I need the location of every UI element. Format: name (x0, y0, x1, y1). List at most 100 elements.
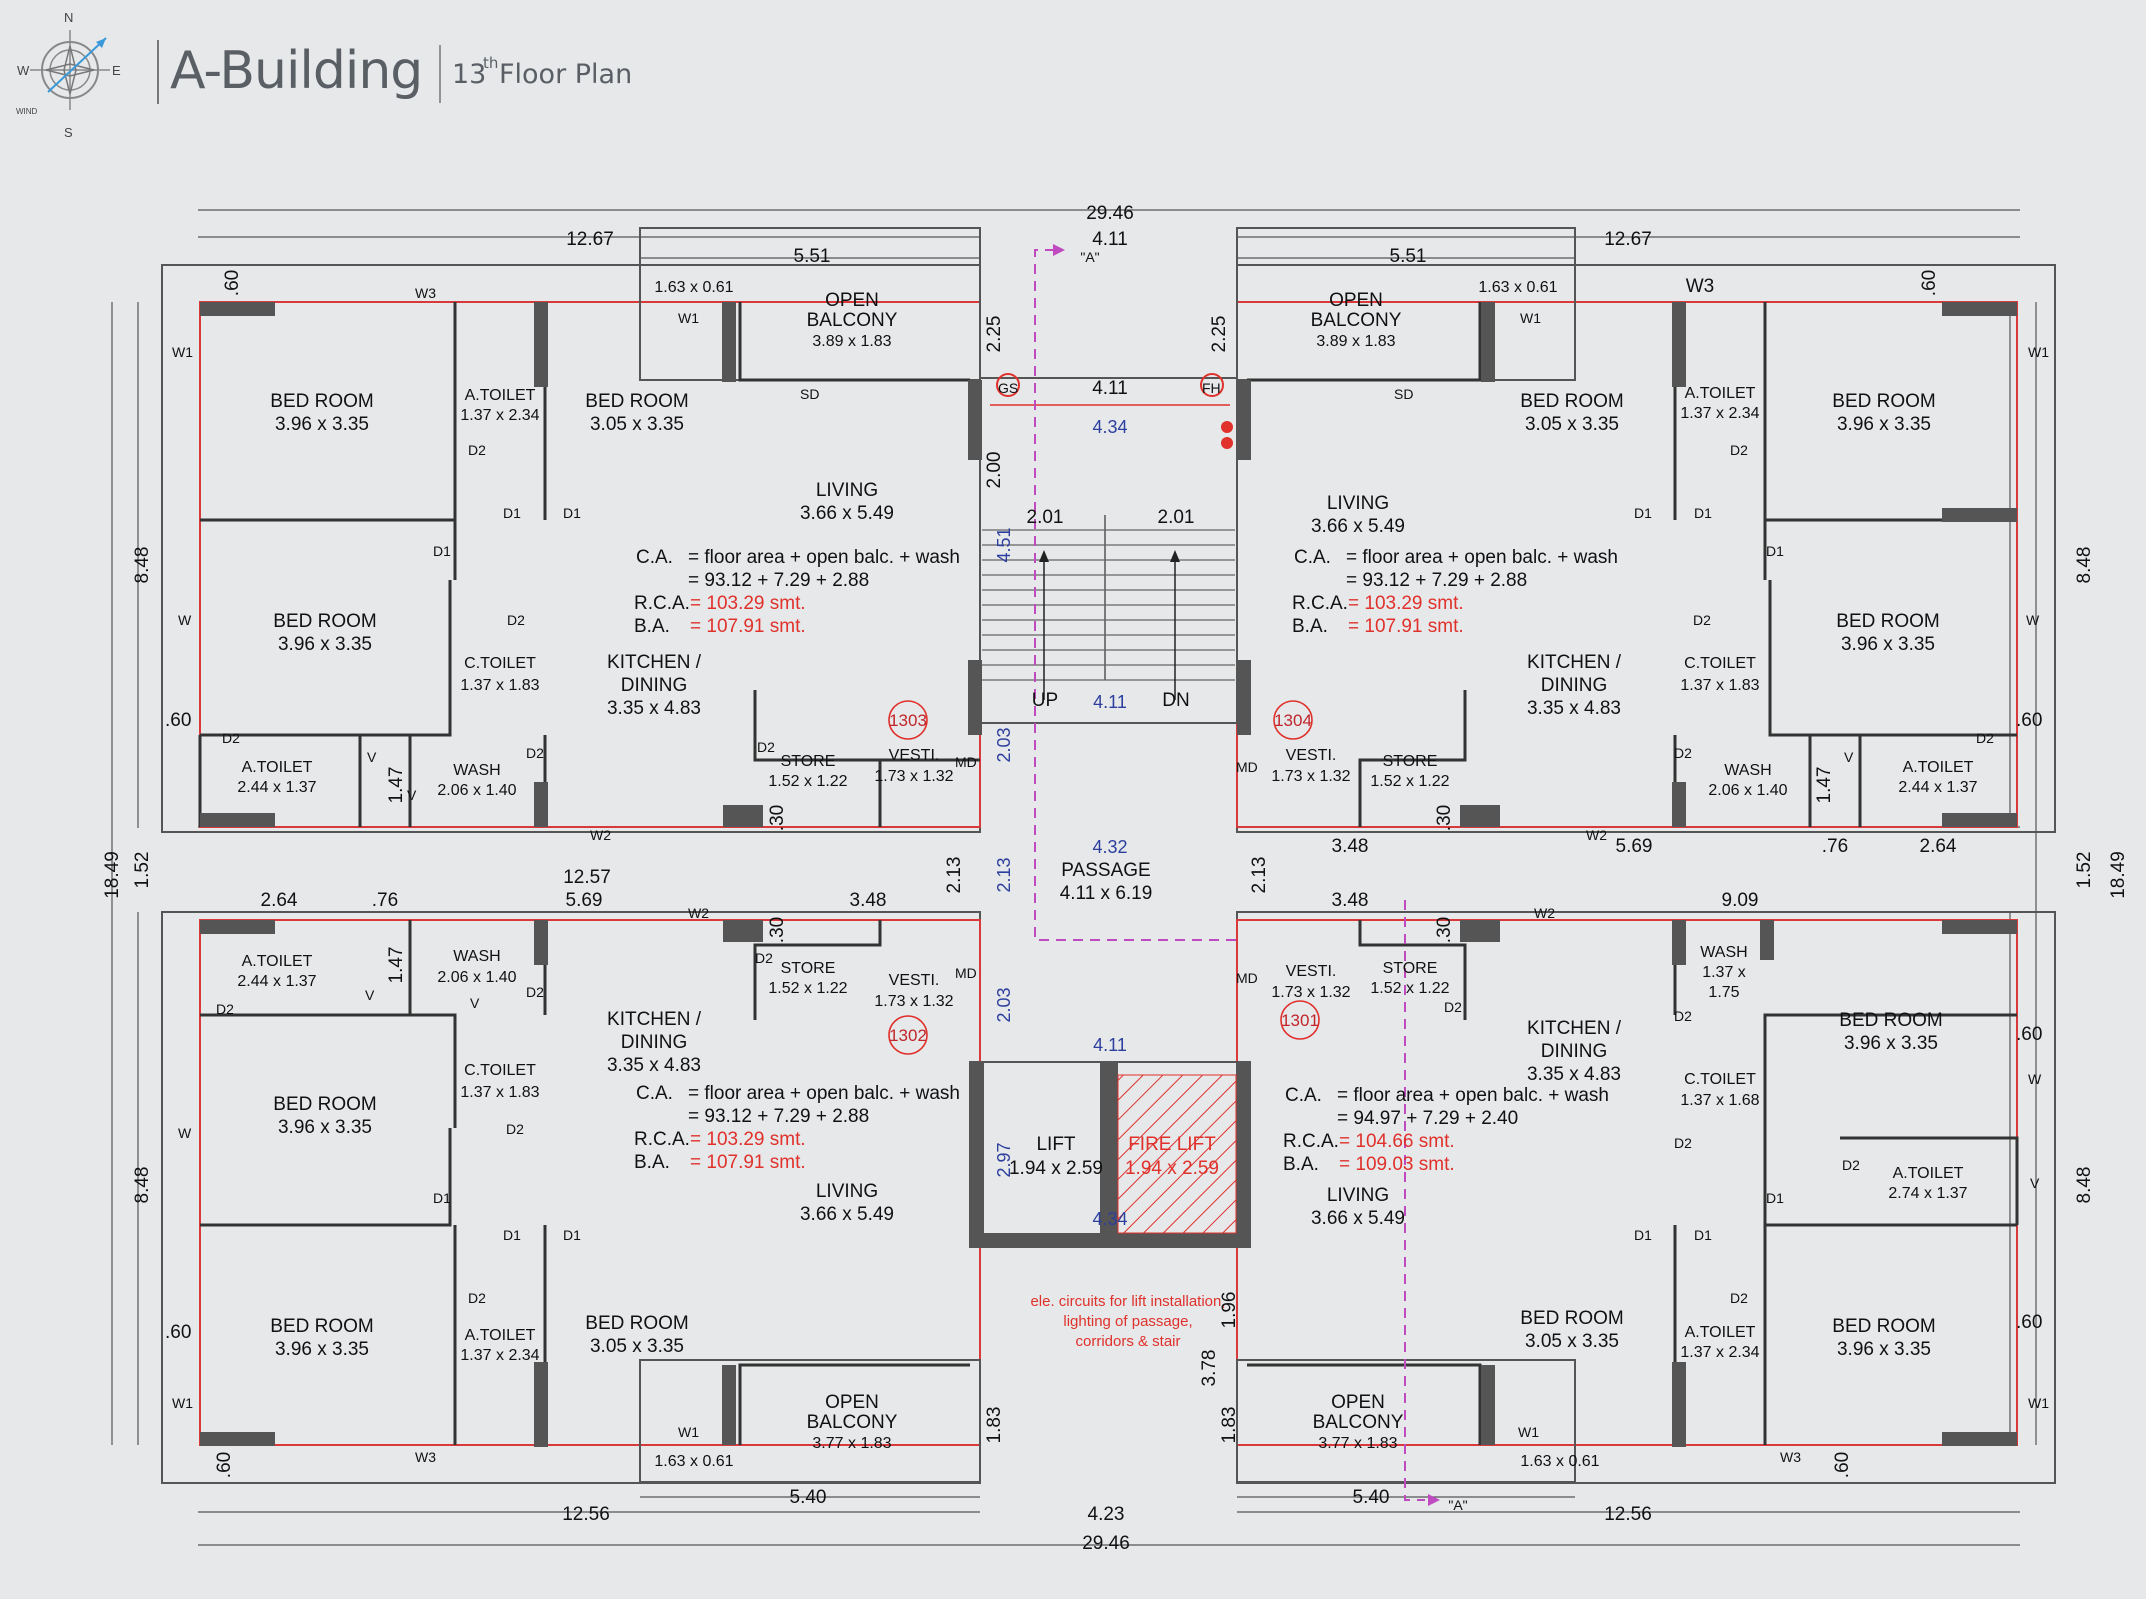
br-balcony-name-1: OPEN (1331, 1392, 1385, 1413)
tag-tr-md: MD (1236, 759, 1258, 775)
tl-bed2-size: 3.05 x 3.35 (590, 414, 684, 435)
dim-left-bottom-8-48: 8.48 (132, 1167, 153, 1204)
dim-br-width: 12.56 (1604, 1504, 1652, 1525)
tl-vesti-size: 1.73 x 1.32 (874, 768, 953, 785)
br-atoilet2-name: A.TOILET (1685, 1324, 1756, 1341)
dim-bl-0-60-side: .60 (165, 1322, 191, 1343)
tag-bl-d2: D2 (216, 1001, 234, 1017)
br-kitchen-name-2: DINING (1541, 1041, 1608, 1062)
tag-bl-w1b: W1 (678, 1424, 699, 1440)
dim-br-0-60-side2: .60 (2016, 1312, 2042, 1333)
tr-atoilet-size: 1.37 x 2.34 (1680, 405, 1759, 422)
br-bed3-size: 3.96 x 3.35 (1837, 1339, 1931, 1360)
tag-gs: GS (998, 380, 1018, 396)
tl-bed1-name: BED ROOM (270, 391, 373, 412)
bl-store-name: STORE (781, 960, 836, 977)
bl-bed1-size: 3.96 x 3.35 (278, 1117, 372, 1138)
tr-atoilet2-size: 2.44 x 1.37 (1898, 779, 1977, 796)
dim-right-bottom-8-48: 8.48 (2074, 1167, 2095, 1204)
tag-tl-sd: SD (800, 386, 819, 402)
dim-core-4-11: 4.11 (1092, 378, 1128, 399)
tag-tl-d2e: D2 (757, 739, 775, 755)
br-balcony-size: 3.77 x 1.83 (1318, 1435, 1397, 1452)
vertical-dims: 8.48 8.48 8.48 8.48 18.49 1.52 18.49 1.5… (102, 270, 2129, 1478)
dim-core-2-13-right: 2.13 (1249, 857, 1270, 894)
tag-br-w3: W3 (1780, 1449, 1801, 1465)
floor-plan-label: Floor Plan (499, 59, 632, 90)
tag-br-d2c: D2 (1674, 1135, 1692, 1151)
br-kitchen-name-1: KITCHEN / (1527, 1018, 1622, 1039)
tag-tr-d2d: D2 (1674, 745, 1692, 761)
dim-tl-balcony: 5.51 (794, 246, 831, 267)
tr-balcony-size: 3.89 x 1.83 (1316, 333, 1395, 350)
tag-bl-d1b: D1 (503, 1227, 521, 1243)
note-line-1: ele. circuits for lift installation, (1030, 1293, 1225, 1310)
br-bed1-name: BED ROOM (1839, 1010, 1942, 1031)
br-bed2-name: BED ROOM (1520, 1308, 1623, 1329)
tl-store-name: STORE (781, 753, 836, 770)
tl-bed3-name: BED ROOM (273, 611, 376, 632)
tl-ca-values: = 93.12 + 7.29 + 2.88 (688, 570, 869, 591)
tag-tl-d1: D1 (503, 505, 521, 521)
tl-rca-value: = 103.29 smt. (690, 593, 806, 614)
dim-bl-2-64: 2.64 (261, 890, 298, 911)
note-line-2: lighting of passage, (1063, 1313, 1192, 1330)
tag-br-w1: W1 (2028, 1395, 2049, 1411)
dim-core-2-25-left: 2.25 (984, 316, 1005, 353)
opening-tags: W3 W1 W1 D2 D1 D1 D1 SD D2 W D2 V D2 D2 … (172, 285, 2049, 1465)
dim-core-2-13-mid: 2.13 (994, 857, 1014, 892)
dim-tl-width: 12.67 (566, 229, 614, 250)
tag-tr-sd: SD (1394, 386, 1413, 402)
tr-ca-formula: = floor area + open balc. + wash (1346, 547, 1618, 568)
tl-duct-size: 1.63 x 0.61 (654, 279, 733, 296)
dim-br-3-48: 3.48 (1332, 890, 1369, 911)
dim-tl-0-60: .60 (222, 270, 243, 296)
dim-bl-0-30: .30 (767, 917, 788, 943)
dim-tr-0-76: .76 (1822, 836, 1848, 857)
br-living-name: LIVING (1327, 1185, 1389, 1206)
dim-bl-0-76: .76 (372, 890, 398, 911)
bl-kitchen-name-1: KITCHEN / (607, 1009, 702, 1030)
tr-living-name: LIVING (1327, 493, 1389, 514)
compass-west: W (17, 63, 30, 78)
bl-bed2-size: 3.96 x 3.35 (275, 1339, 369, 1360)
dim-tl-0-60-side: .60 (165, 710, 191, 731)
tag-br-d2b: D2 (1674, 1008, 1692, 1024)
bl-store-size: 1.52 x 1.22 (768, 980, 847, 997)
tl-ba-value: = 107.91 smt. (690, 616, 806, 637)
br-store-name: STORE (1383, 960, 1438, 977)
tr-kitchen-name-1: KITCHEN / (1527, 652, 1622, 673)
tag-tr-d2: D2 (1730, 442, 1748, 458)
tl-kitchen-size: 3.35 x 4.83 (607, 698, 701, 719)
bl-ba-value: = 107.91 smt. (690, 1152, 806, 1173)
tr-bed2-name: BED ROOM (1520, 391, 1623, 412)
compass-rose: N S E W WIND (16, 10, 121, 140)
br-living-size: 3.66 x 5.49 (1311, 1208, 1405, 1229)
dim-stair-left: 2.01 (1027, 507, 1064, 528)
tl-bed1-size: 3.96 x 3.35 (275, 414, 369, 435)
bl-atoilet-name: A.TOILET (242, 953, 313, 970)
unit-circles (888, 700, 1320, 1055)
building-title: A-Building (170, 41, 422, 101)
bl-bed1-name: BED ROOM (273, 1094, 376, 1115)
tag-tl-d2c: D2 (222, 730, 240, 746)
dim-tr-1-47: 1.47 (1814, 767, 1835, 804)
dim-bl-5-69: 5.69 (566, 890, 603, 911)
dim-tl-1-47: 1.47 (386, 767, 407, 804)
dim-total-top: 29.46 (1086, 203, 1134, 224)
bl-kitchen-name-2: DINING (621, 1032, 688, 1053)
dim-bl-width: 12.56 (562, 1504, 610, 1525)
tr-ba-value: = 107.91 smt. (1348, 616, 1464, 637)
tag-bl-w2: W2 (688, 905, 709, 921)
tr-vesti-size: 1.73 x 1.32 (1271, 768, 1350, 785)
section-a-bottom: "A" (1448, 1497, 1467, 1513)
tag-tr-d2c: D2 (1976, 730, 1994, 746)
stair-up: UP (1032, 690, 1058, 711)
dim-bl-3-48: 3.48 (850, 890, 887, 911)
br-rca-label: R.C.A. (1283, 1131, 1339, 1152)
bl-wash-name: WASH (453, 948, 500, 965)
dim-tr-2-64: 2.64 (1920, 836, 1957, 857)
br-bed3-name: BED ROOM (1832, 1316, 1935, 1337)
bl-unit-number: 1302 (889, 1026, 927, 1045)
tag-bl-v2: V (470, 995, 480, 1011)
